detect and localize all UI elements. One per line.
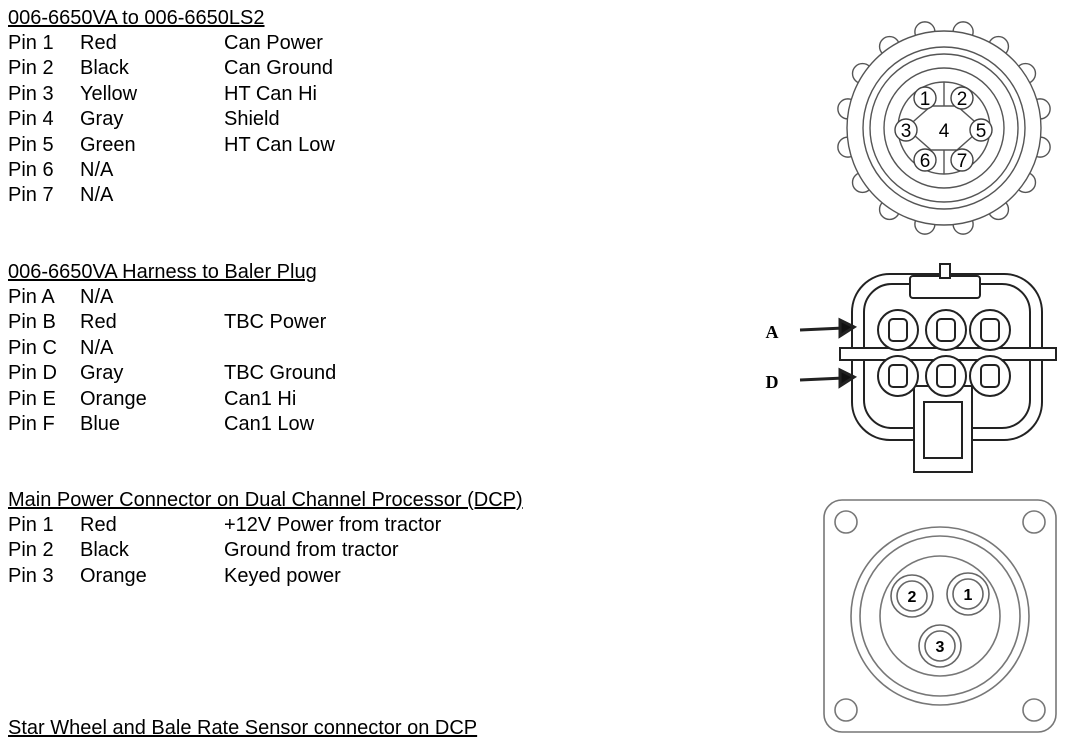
pin-label: Pin C (8, 336, 57, 359)
pin-label: Pin D (8, 362, 57, 385)
pin-circle (950, 148, 974, 172)
wire-color: Yellow (80, 82, 138, 105)
pin-label: Pin F (8, 412, 55, 435)
pin-label: Pin 6 (8, 158, 54, 181)
section-can-connector: 006-6650VA to 006-6650LS2 Pin 1 Red Can Po… (8, 6, 335, 209)
wire-color: Orange (80, 387, 147, 410)
wire-color: N/A (80, 336, 114, 359)
pin-label: Pin 7 (8, 184, 54, 207)
pin-label: Pin 3 (8, 82, 54, 105)
plug-row-label: A (766, 322, 779, 342)
pin-number: 1 (964, 587, 973, 604)
pin-socket (924, 630, 956, 662)
section-title: Main Power Connector on Dual Channel Pro… (8, 489, 523, 511)
plug-terminal (888, 318, 908, 342)
plug-row-label: D (766, 372, 779, 392)
section-main-power: Main Power Connector on Dual Channel Pro… (8, 488, 523, 589)
section-title: 006-6650VA Harness to Baler Plug (8, 261, 317, 283)
pin-socket (952, 578, 984, 610)
pin-row: Pin 1 Red Can Power (8, 31, 323, 56)
section-title: Star Wheel and Bale Rate Sensor connecto… (8, 717, 478, 739)
wire-color: Green (80, 133, 136, 156)
pin-function: Ground from tractor (224, 539, 399, 562)
pin-function: Shield (224, 108, 280, 131)
pin-label: Pin 5 (8, 133, 54, 156)
section-title: 006-6650VA to 006-6650LS2 (8, 7, 265, 29)
pin-row: Pin E Orange Can1 Hi (8, 387, 317, 412)
pin-label: Pin A (8, 286, 55, 308)
wire-color: Gray (80, 362, 124, 385)
pin-circle (894, 118, 918, 142)
pin-label: Pin E (8, 387, 56, 410)
power-connector-diagram: 2 1 3 (823, 499, 1057, 733)
pin-row: Pin 6 N/A (8, 158, 265, 183)
wire-color: N/A (80, 158, 114, 181)
pin-function: HT Can Low (224, 133, 335, 156)
pin-row: Pin C N/A (8, 336, 317, 361)
wire-color: Red (80, 32, 117, 54)
pin-circle (969, 118, 993, 142)
pin-circle (913, 86, 937, 110)
wire-color: Black (80, 57, 129, 80)
pin-function: HT Can Hi (224, 82, 317, 105)
section-star-wheel: Star Wheel and Bale Rate Sensor connecto… (8, 716, 477, 741)
plug-terminal (980, 364, 1000, 388)
pin-function: +12V Power from tractor (224, 514, 442, 536)
plug-terminal (936, 364, 956, 388)
pin-function: Can1 Low (224, 412, 315, 435)
plug-terminal (936, 318, 956, 342)
plug-terminal (888, 364, 908, 388)
pin-label: Pin 2 (8, 57, 54, 80)
pin-row: Pin B Red TBC Power (8, 310, 326, 335)
pin-label: Pin 1 (8, 514, 54, 536)
pin-socket (896, 580, 928, 612)
pin-row: Pin 2 Black Can Ground (8, 56, 333, 81)
wire-color: N/A (80, 184, 114, 207)
pin-number: 2 (957, 89, 968, 110)
baler-plug-diagram: AD (766, 263, 1057, 473)
pin-number: 7 (957, 151, 968, 172)
wire-color: Blue (80, 412, 121, 435)
pin-number: 4 (939, 121, 950, 142)
wire-color: N/A (80, 286, 114, 308)
pin-number: 5 (976, 121, 987, 142)
pin-function: Can Power (224, 32, 323, 54)
wire-color: Gray (80, 108, 124, 131)
pin-label: Pin B (8, 311, 56, 334)
pin-row: Pin 1 Red +12V Power from tractor (8, 513, 523, 538)
pin-circle (913, 148, 937, 172)
pin-row: Pin D Gray TBC Ground (8, 361, 336, 386)
plug-terminal (980, 318, 1000, 342)
pin-number: 3 (901, 121, 912, 142)
pin-number: 6 (920, 151, 931, 172)
wire-color: Red (80, 514, 117, 536)
wire-color: Orange (80, 564, 147, 587)
wire-color: Black (80, 539, 129, 562)
pin-label: Pin 1 (8, 32, 54, 54)
pin-number: 2 (908, 589, 917, 606)
pin-function: Can1 Hi (224, 387, 297, 410)
pin-label: Pin 3 (8, 564, 54, 587)
pin-function: Can Ground (224, 57, 333, 80)
round-connector-diagram: 1 2 3 4 5 6 7 (837, 21, 1051, 235)
pin-row: Pin 3 Orange Keyed power (8, 564, 523, 589)
pin-row: Pin 5 Green HT Can Low (8, 133, 335, 158)
pin-row: Pin 4 Gray Shield (8, 107, 280, 132)
pin-function: Keyed power (224, 564, 341, 587)
pin-label: Pin 4 (8, 108, 54, 131)
section-baler-plug: 006-6650VA Harness to Baler Plug Pin A N/… (8, 260, 336, 437)
pin-function: TBC Power (224, 311, 327, 334)
pin-row: Pin A N/A (8, 285, 317, 310)
pin-row: Pin 2 Black Ground from tractor (8, 538, 523, 563)
pin-function: TBC Ground (224, 362, 337, 385)
pin-label: Pin 2 (8, 539, 54, 562)
pin-number: 3 (936, 639, 945, 656)
pin-row: Pin 7 N/A (8, 183, 265, 208)
pin-row: Pin 3 Yellow HT Can Hi (8, 82, 317, 107)
wire-color: Red (80, 311, 117, 334)
pin-number: 1 (920, 89, 931, 110)
pin-circle (950, 86, 974, 110)
pin-row: Pin F Blue Can1 Low (8, 412, 317, 437)
